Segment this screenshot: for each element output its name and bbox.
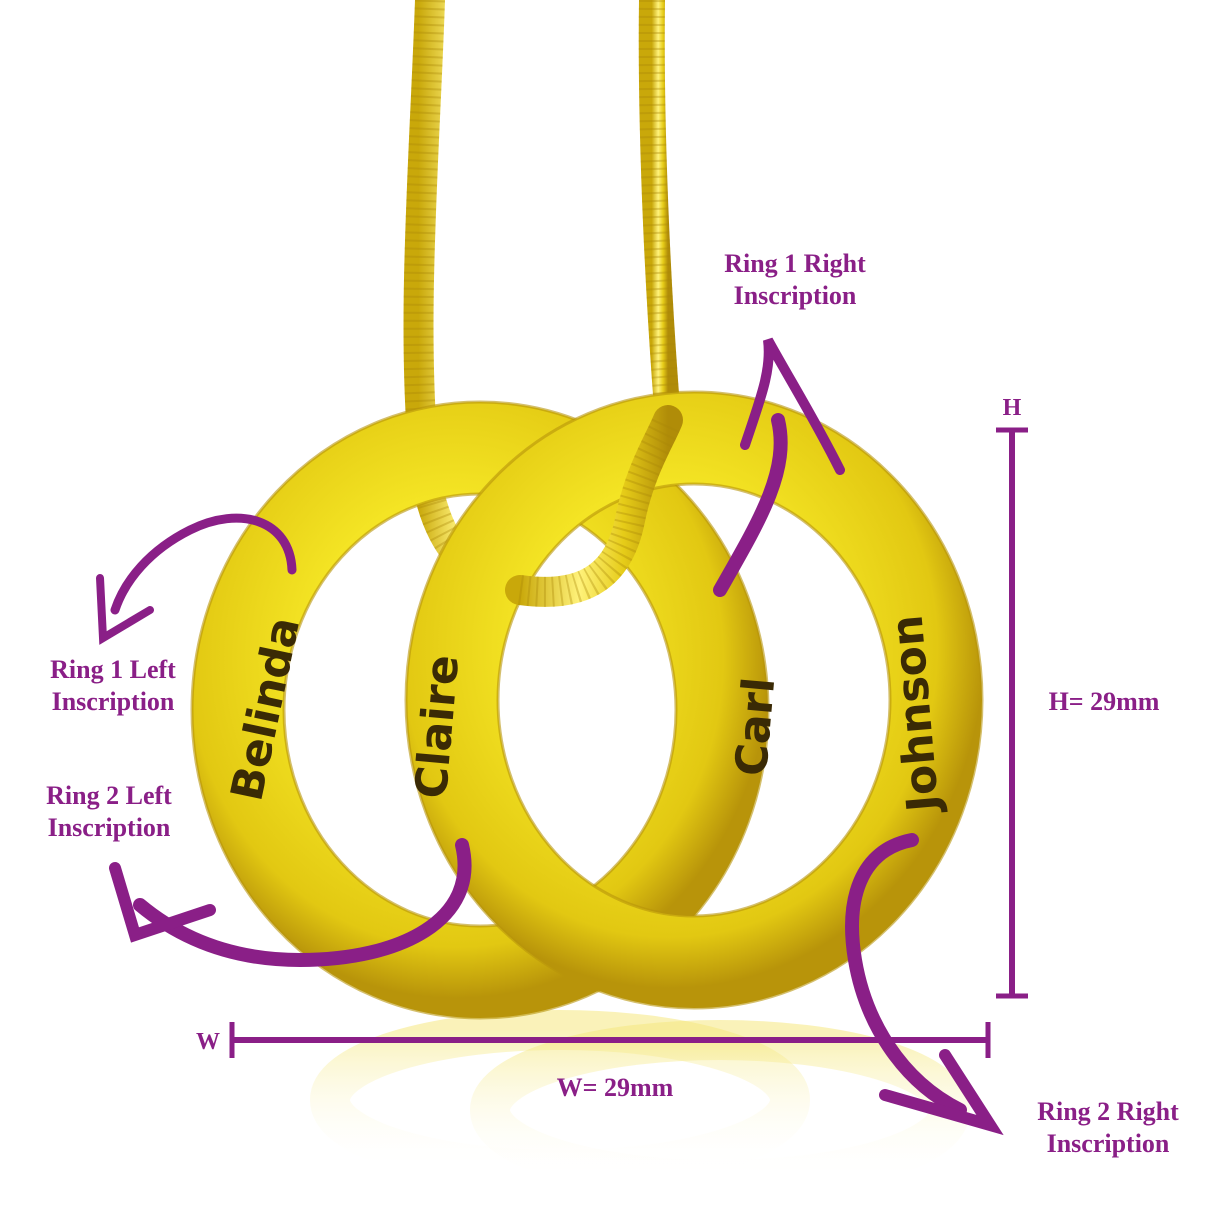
label-ring1-left: Ring 1 Left Inscription xyxy=(8,654,218,718)
arrowhead-ring2-right xyxy=(879,1049,1004,1136)
label-ring2-right-line2: Inscription xyxy=(1046,1129,1170,1158)
label-ring1-right-line1: Ring 1 Right xyxy=(724,249,866,278)
chain-loop xyxy=(505,405,683,607)
ring-2 xyxy=(404,390,984,1010)
label-ring1-left-line2: Inscription xyxy=(51,687,175,716)
arrow-ring1-right xyxy=(713,413,788,597)
label-ring2-left-line2: Inscription xyxy=(47,813,171,842)
label-ring2-right-line1: Ring 2 Right xyxy=(1037,1097,1179,1126)
arrow-ring1-left xyxy=(110,513,297,615)
engraving-claire: Claire xyxy=(406,653,469,801)
arrowhead-ring2-left xyxy=(109,862,216,943)
height-value: H= 29mm xyxy=(1048,687,1160,716)
label-ring2-left-line1: Ring 2 Left xyxy=(46,781,172,810)
arrow-ring2-left xyxy=(133,838,472,968)
arrowhead-ring1-right xyxy=(740,337,845,475)
arrows xyxy=(96,337,1004,1136)
arrow-ring2-right xyxy=(845,833,967,1117)
label-ring1-right-line2: Inscription xyxy=(733,281,857,310)
label-ring1-left-line1: Ring 1 Left xyxy=(50,655,176,684)
arrowhead-ring1-left xyxy=(96,574,154,645)
ring-reflection xyxy=(310,1010,970,1200)
height-dimension xyxy=(996,427,1028,999)
width-value: W= 29mm xyxy=(556,1073,674,1102)
width-dimension xyxy=(229,1022,991,1058)
engraving-carl: Carl xyxy=(726,675,785,778)
label-ring1-right: Ring 1 Right Inscription xyxy=(690,248,900,312)
width-marker: W xyxy=(196,1029,220,1055)
label-ring2-right: Ring 2 Right Inscription xyxy=(1002,1096,1214,1160)
height-marker: H xyxy=(1002,395,1022,421)
label-ring2-left: Ring 2 Left Inscription xyxy=(4,780,214,844)
